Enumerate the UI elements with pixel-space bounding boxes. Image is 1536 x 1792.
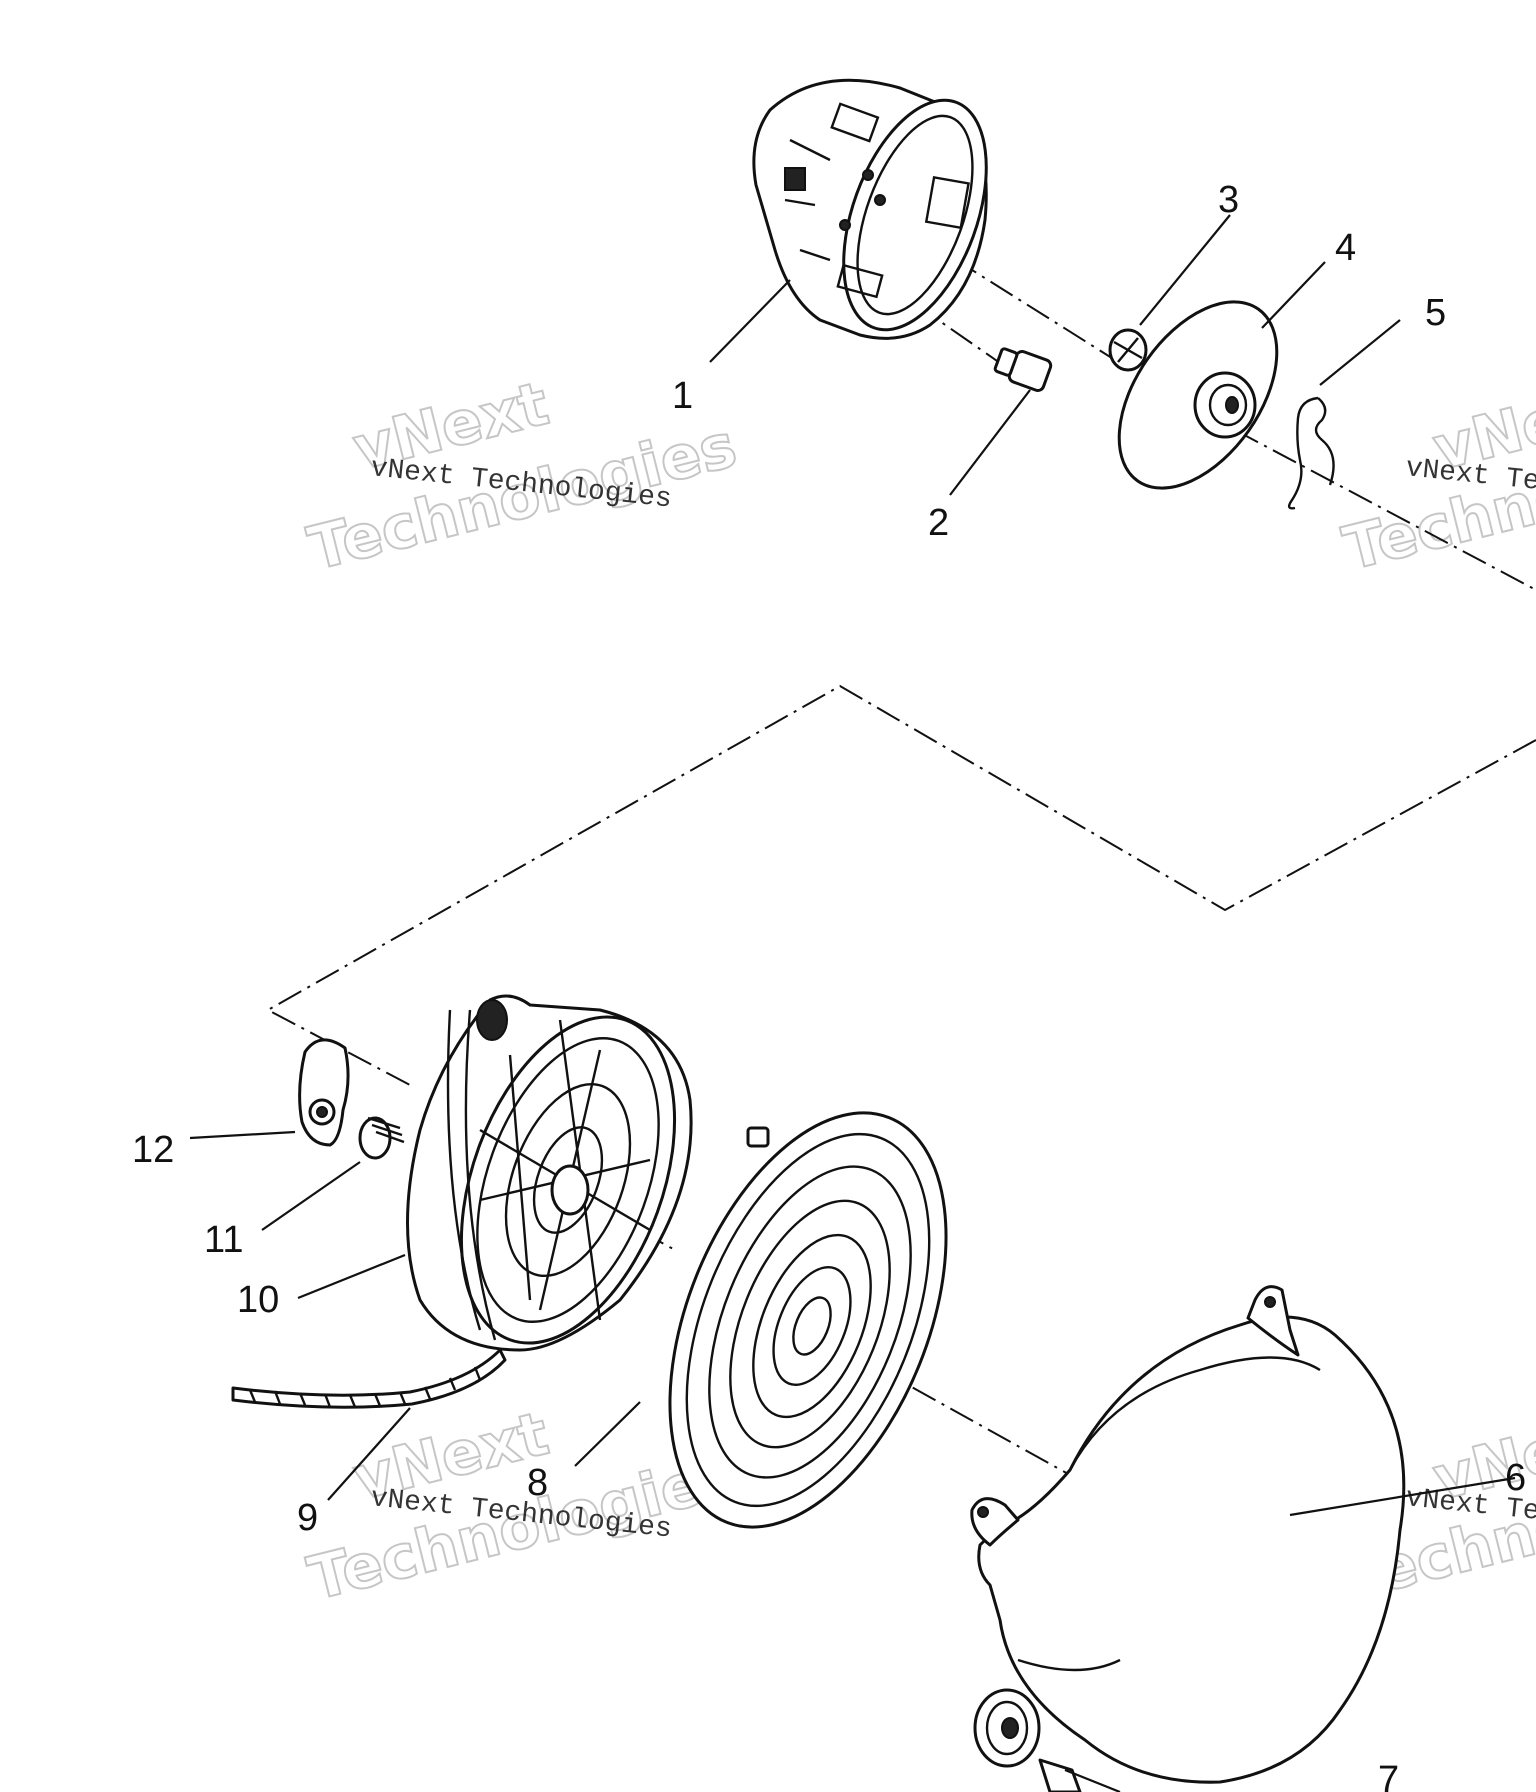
pawl-part-12	[298, 1038, 350, 1147]
rope-guide-part-7	[1038, 1758, 1082, 1792]
callout-8: 8	[527, 1462, 548, 1504]
callout-4: 4	[1335, 227, 1356, 269]
rope-pulley-part-10	[406, 994, 693, 1352]
starter-rope-part-9	[231, 1348, 507, 1409]
drive-plate-part-4	[1117, 300, 1279, 490]
callout-7: 7	[1378, 1759, 1399, 1792]
callout-2: 2	[928, 502, 949, 544]
pawl-spring-part-11	[358, 1116, 405, 1160]
clip-part-5	[1287, 396, 1335, 510]
callout-9: 9	[297, 1497, 318, 1539]
callout-11: 11	[204, 1219, 243, 1261]
nut-part-3	[1108, 328, 1148, 372]
callout-6: 6	[1505, 1457, 1526, 1499]
screw-part-2	[993, 347, 1053, 393]
starter-cup-part-1	[752, 78, 988, 340]
callout-12: 12	[132, 1129, 174, 1171]
watermark-upper-left: vNext Technologies vNext Technologies	[301, 368, 745, 586]
callout-5: 5	[1425, 292, 1446, 334]
recoil-spring-part-8	[668, 1111, 948, 1529]
callout-1: 1	[672, 375, 693, 417]
watermark-upper-right: vNext Technologies vNext Technologies	[1336, 368, 1536, 586]
leader-lines	[189, 214, 1516, 1792]
callout-10: 10	[237, 1279, 279, 1321]
callout-numbers: 1 2 3 4 5 6 7 8 9 10 11 12	[132, 179, 1526, 1792]
callout-3: 3	[1218, 179, 1239, 221]
starter-housing-part-6	[970, 1285, 1406, 1784]
